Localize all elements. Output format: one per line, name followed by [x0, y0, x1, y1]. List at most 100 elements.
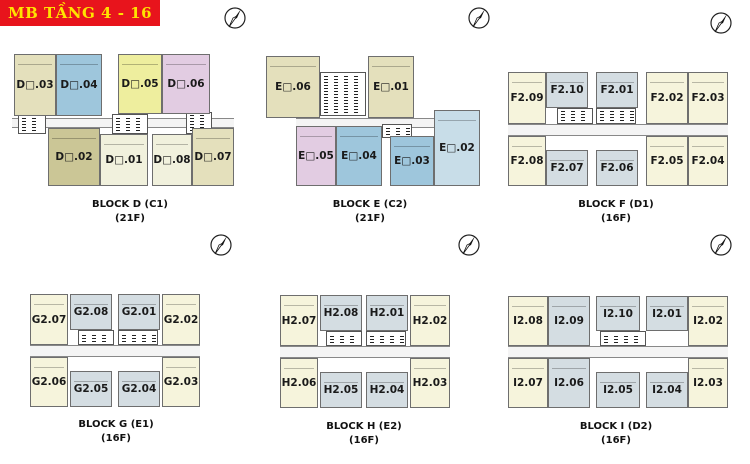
stair-hatch [142, 333, 146, 342]
stair-hatch [340, 334, 344, 343]
apartment-unit[interactable]: H2.03 [410, 358, 450, 408]
block-caption: BLOCK I (D2) (16F) [556, 420, 676, 448]
apartment-unit[interactable]: I2.09 [548, 296, 590, 346]
apartment-unit[interactable]: H2.05 [320, 372, 362, 408]
stair-hatch [630, 111, 634, 121]
apartment-unit[interactable]: G2.06 [30, 357, 68, 407]
apartment-unit[interactable]: F2.06 [596, 150, 638, 186]
stair-core [366, 331, 406, 346]
apartment-unit[interactable]: G2.03 [162, 357, 200, 407]
apartment-unit[interactable]: H2.01 [366, 295, 408, 331]
apartment-unit[interactable]: E□.02 [434, 110, 480, 186]
block-caption: BLOCK D (C1) (21F) [70, 198, 190, 226]
block-caption: BLOCK G (E1) (16F) [56, 418, 176, 446]
apartment-unit[interactable]: D□.03 [14, 54, 56, 116]
apartment-unit[interactable]: F2.03 [688, 72, 728, 124]
apartment-unit[interactable]: I2.06 [548, 358, 590, 408]
apartment-unit[interactable]: D□.08 [152, 134, 192, 186]
apartment-unit[interactable]: F2.10 [546, 72, 588, 108]
north-arrow-icon [708, 10, 734, 36]
apartment-unit[interactable]: E□.01 [368, 56, 414, 118]
apartment-unit[interactable]: F2.02 [646, 72, 688, 124]
block-caption: BLOCK H (E2) (16F) [304, 420, 424, 448]
stair-hatch [136, 117, 140, 131]
stair-hatch [610, 111, 614, 121]
stair-core [557, 108, 593, 124]
apartment-unit[interactable]: I2.04 [646, 372, 688, 408]
block-floors: (16F) [601, 435, 631, 446]
apartment-unit[interactable]: G2.01 [118, 294, 160, 330]
apartment-unit[interactable]: I2.02 [688, 296, 728, 346]
stair-hatch [344, 75, 348, 113]
apartment-unit[interactable]: I2.01 [646, 296, 688, 331]
apartment-unit[interactable]: I2.03 [688, 358, 728, 408]
block-name: BLOCK F (D1) [578, 199, 654, 210]
apartment-unit[interactable]: D□.05 [118, 54, 162, 114]
apartment-unit[interactable]: I2.05 [596, 372, 640, 408]
stair-hatch [200, 115, 204, 131]
apartment-unit[interactable]: I2.10 [596, 296, 640, 331]
apartment-unit[interactable]: F2.04 [688, 136, 728, 186]
north-arrow-icon [708, 232, 734, 258]
apartment-unit[interactable]: H2.08 [320, 295, 362, 331]
apartment-unit[interactable]: D□.04 [56, 54, 102, 116]
block-name: BLOCK D (C1) [92, 199, 168, 210]
apartment-unit[interactable]: H2.07 [280, 295, 318, 346]
apartment-unit[interactable]: D□.07 [192, 128, 234, 186]
apartment-unit[interactable]: G2.08 [70, 294, 112, 330]
stair-hatch [604, 334, 608, 343]
block-name: BLOCK E (C2) [332, 199, 408, 210]
stair-core [78, 330, 114, 345]
block-floors: (21F) [355, 213, 385, 224]
stair-hatch [620, 111, 624, 121]
apartment-unit[interactable]: E□.06 [266, 56, 320, 118]
apartment-unit[interactable]: E□.03 [390, 136, 434, 186]
stair-hatch [406, 127, 410, 135]
stair-hatch [132, 333, 136, 342]
stair-core [18, 112, 46, 134]
stair-hatch [581, 111, 585, 121]
block-caption: BLOCK E (C2) (21F) [310, 198, 430, 226]
stair-hatch [624, 334, 628, 343]
apartment-unit[interactable]: F2.08 [508, 136, 546, 186]
apartment-unit[interactable]: I2.07 [508, 358, 548, 408]
block-caption: BLOCK F (D1) (16F) [556, 198, 676, 226]
corridor [30, 345, 200, 357]
apartment-unit[interactable]: G2.07 [30, 294, 68, 345]
corridor [280, 346, 450, 358]
north-arrow-icon [222, 5, 248, 31]
stair-core [600, 331, 646, 346]
apartment-unit[interactable]: H2.06 [280, 358, 318, 408]
block-floors: (21F) [115, 213, 145, 224]
apartment-unit[interactable]: G2.04 [118, 371, 160, 407]
stair-hatch [390, 334, 394, 343]
apartment-unit[interactable]: F2.05 [646, 136, 688, 186]
stair-core [118, 330, 158, 345]
stair-hatch [396, 127, 400, 135]
apartment-unit[interactable]: D□.06 [162, 54, 210, 114]
apartment-unit[interactable]: G2.05 [70, 371, 112, 407]
stair-hatch [571, 111, 575, 121]
block-floors: (16F) [349, 435, 379, 446]
stair-hatch [116, 117, 120, 131]
apartment-unit[interactable]: G2.02 [162, 294, 200, 345]
apartment-unit[interactable]: I2.08 [508, 296, 548, 346]
apartment-unit[interactable]: H2.04 [366, 372, 408, 408]
stair-hatch [350, 334, 354, 343]
apartment-unit[interactable]: F2.09 [508, 72, 546, 124]
apartment-unit[interactable]: F2.01 [596, 72, 638, 108]
apartment-unit[interactable]: F2.07 [546, 150, 588, 186]
apartment-unit[interactable]: D□.01 [100, 134, 148, 186]
corridor [508, 346, 728, 358]
stair-hatch [370, 334, 374, 343]
stair-hatch [152, 333, 156, 342]
apartment-unit[interactable]: H2.02 [410, 295, 450, 346]
apartment-unit[interactable]: D□.02 [48, 128, 100, 186]
block-name: BLOCK G (E1) [78, 419, 154, 430]
block-name: BLOCK I (D2) [579, 421, 653, 432]
stair-hatch [126, 117, 130, 131]
apartment-unit[interactable]: E□.05 [296, 126, 336, 186]
stair-core [382, 124, 412, 138]
apartment-unit[interactable]: E□.04 [336, 126, 382, 186]
north-arrow-icon [208, 232, 234, 258]
